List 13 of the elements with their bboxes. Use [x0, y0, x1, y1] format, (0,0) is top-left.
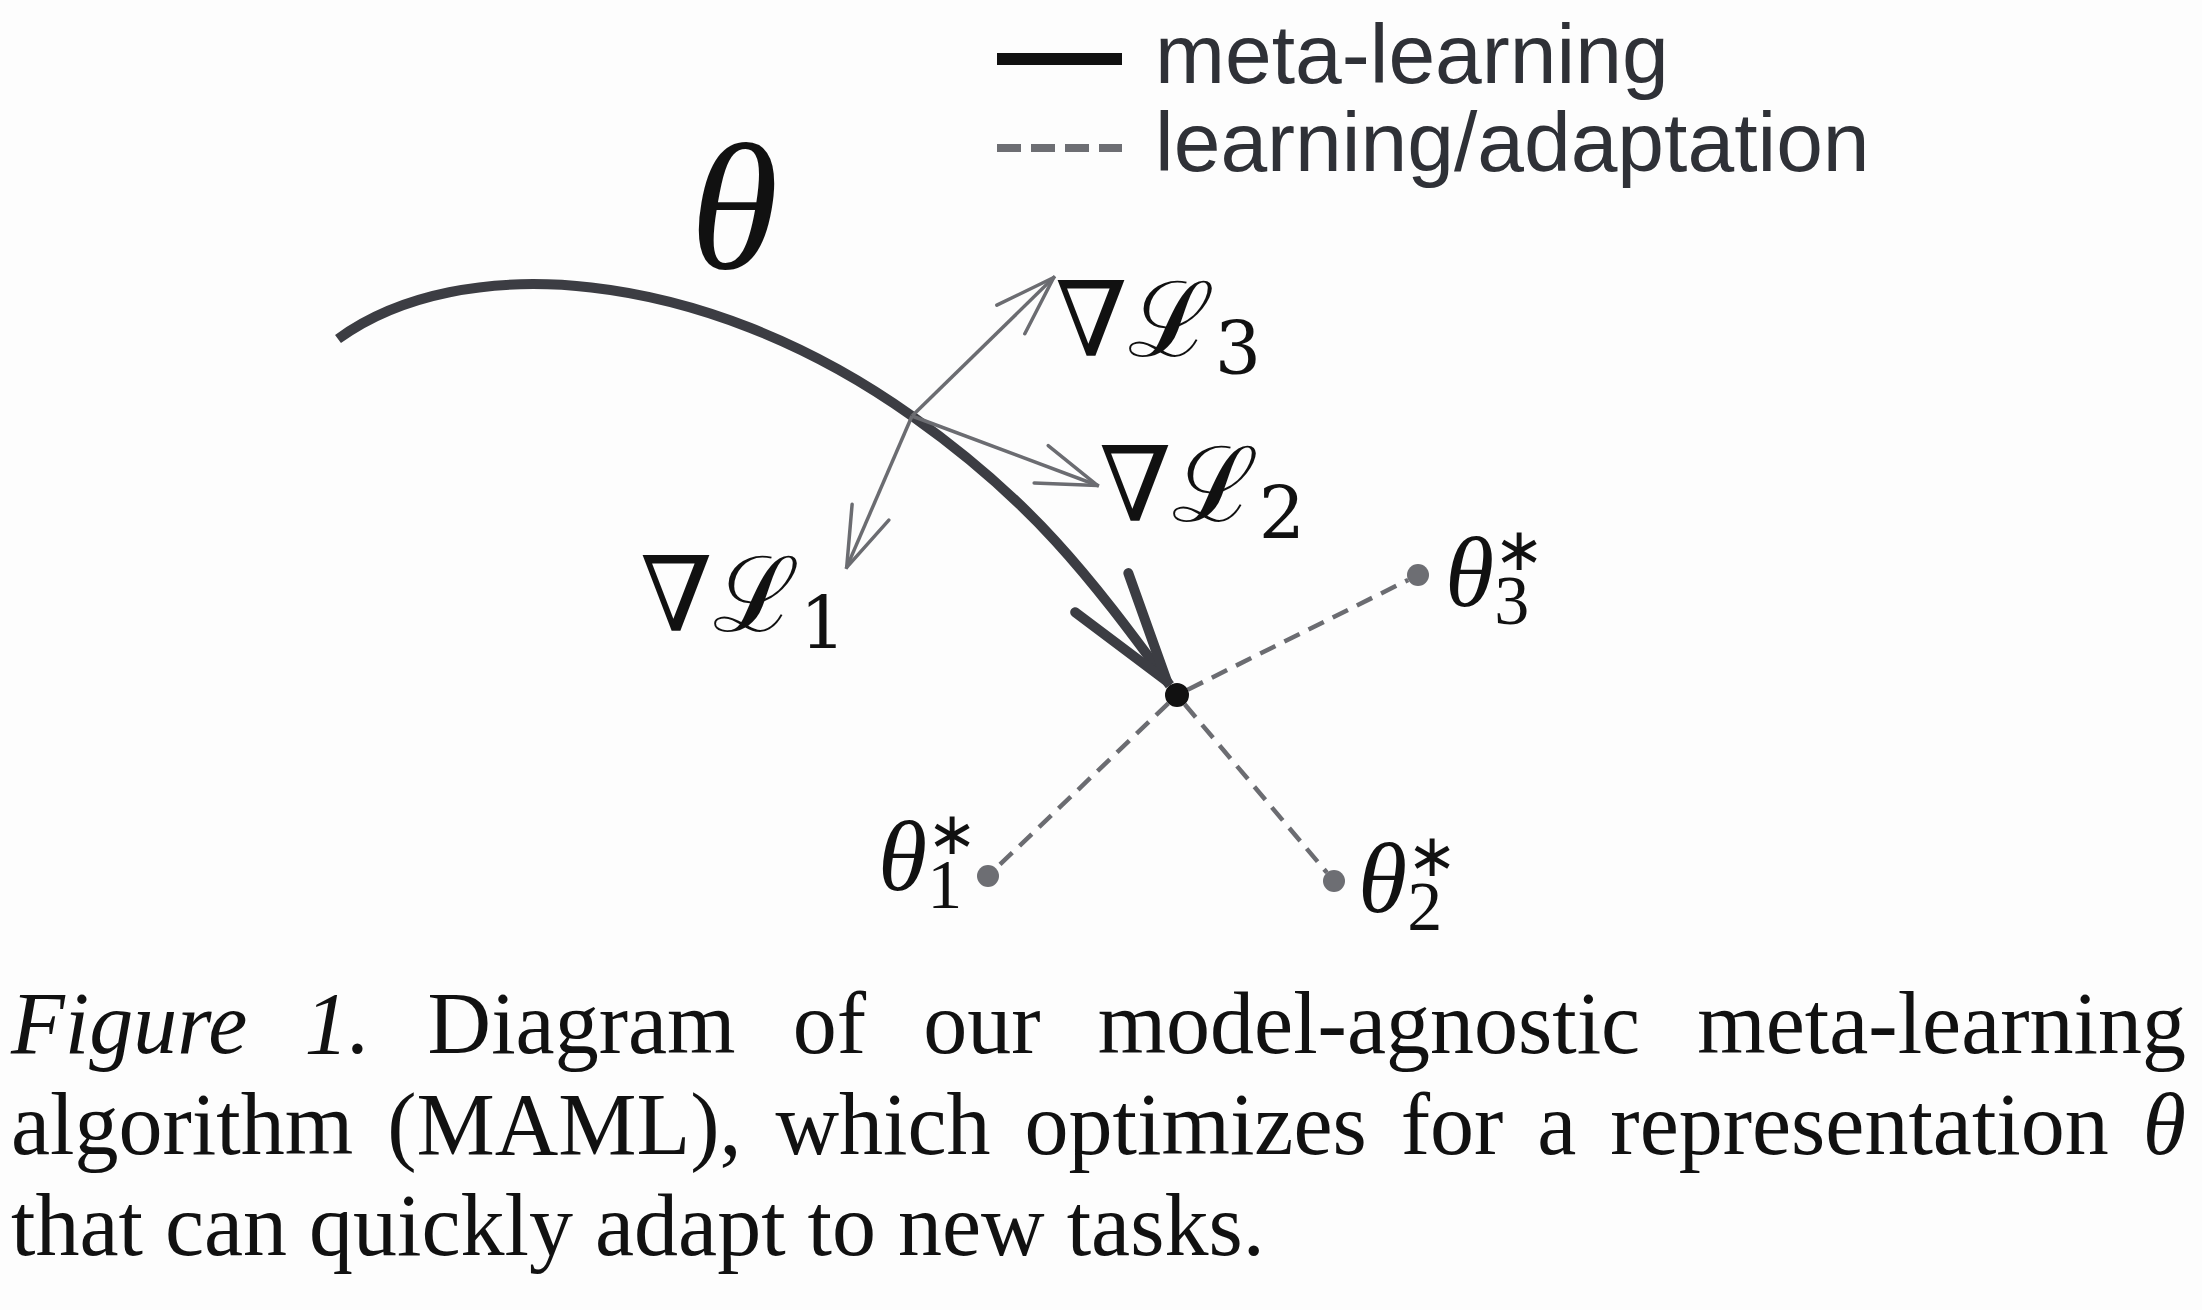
arrow	[844, 415, 914, 570]
curved-arrow	[335, 279, 1174, 689]
math-label: ∇ℒ$_{1}$	[640, 543, 846, 647]
point-dot	[1165, 683, 1189, 707]
arrow	[911, 414, 1100, 488]
point-dot	[1323, 870, 1345, 892]
dashed-line	[1182, 702, 1329, 875]
math-label: ∇ℒ$_{2}$	[1099, 433, 1305, 537]
point-dot	[977, 865, 999, 887]
dashed-line	[1186, 577, 1410, 692]
arrow	[910, 275, 1057, 418]
point-dot	[1407, 564, 1429, 586]
figure-caption: Figure 1. Diagram of our model-agnostic meta-learning algorithm (MAML), which optimizes for a representation θ that can quickly adapt to new tasks.	[11, 974, 2186, 1276]
